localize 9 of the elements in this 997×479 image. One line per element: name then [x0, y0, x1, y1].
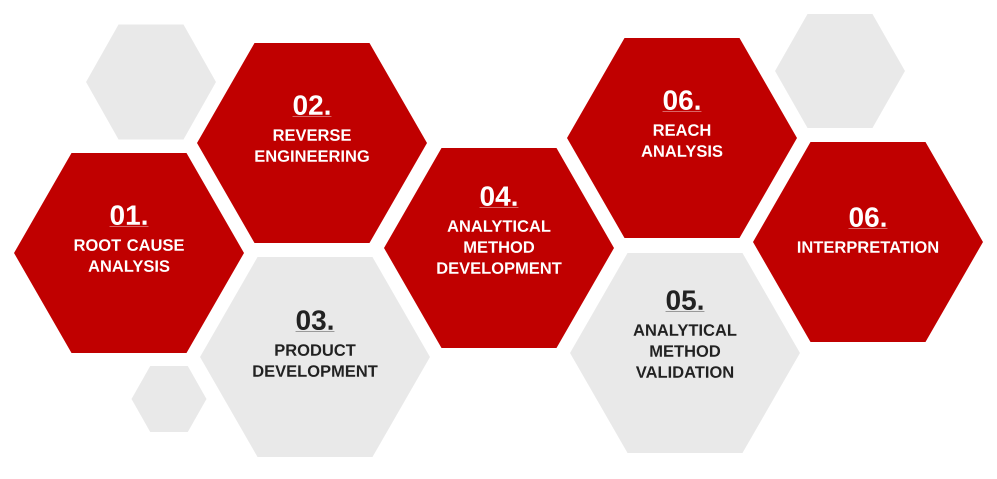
- hexagon-card: 05. ANALYTICAL METHOD VALIDATION: [570, 253, 800, 453]
- hexagon-card: 06. INTERPRETATION: [753, 142, 983, 342]
- hexagon-card: 06. REACH ANALYSIS: [567, 38, 797, 238]
- hexagon-card: 02. REVERSE ENGINEERING: [197, 43, 427, 243]
- hexagon-shape: [86, 24, 216, 140]
- hexagon-card: 01. ROOT CAUSE ANALYSIS: [14, 153, 244, 353]
- hexagon-card: 03. PRODUCT DEVELOPMENT: [200, 256, 430, 457]
- hexagon-shape: [775, 14, 905, 128]
- hexagon-card: 04. ANALYTICAL METHOD DEVELOPMENT: [384, 148, 614, 348]
